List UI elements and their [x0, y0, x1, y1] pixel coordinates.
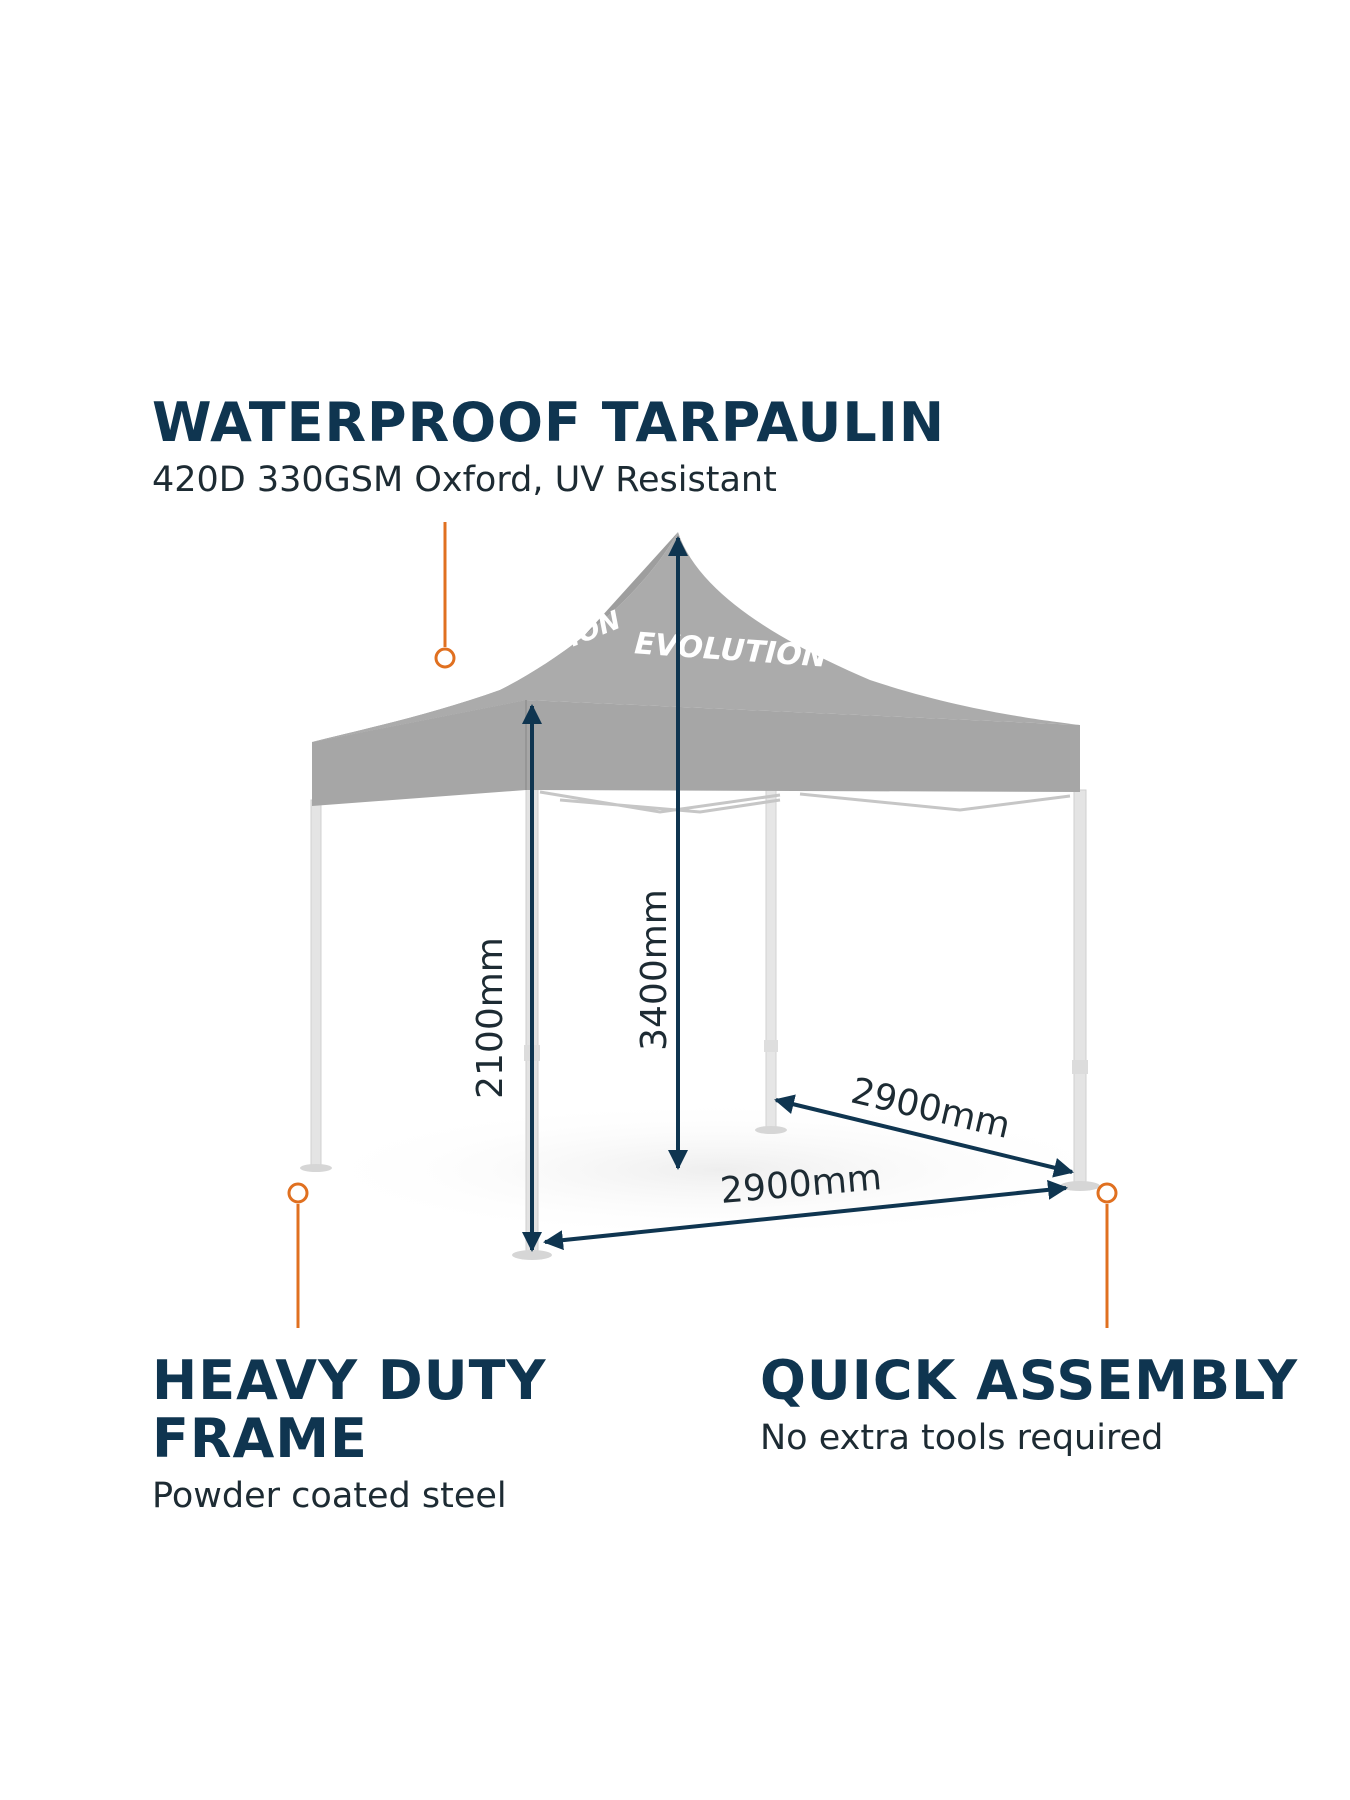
foot-plate: [755, 1126, 787, 1134]
callout-pin-frame: [287, 1182, 309, 1328]
leg-joint: [1072, 1060, 1088, 1074]
feature-subtitle: 420D 330GSM Oxford, UV Resistant: [152, 460, 777, 500]
dimension-label-leg-height: 2100mm: [470, 937, 511, 1099]
dimension-line-width: [543, 1179, 1068, 1251]
feature-assembly: QUICK ASSEMBLY No extra tools required: [760, 1352, 1320, 1460]
leg-back-left: [310, 799, 322, 1169]
canopy-valance: [312, 700, 1080, 806]
feature-title: WATERPROOF TARPAULIN: [152, 391, 946, 454]
dimension-line-depth: [774, 1094, 1074, 1178]
foot-plate: [512, 1250, 552, 1260]
leg-joint: [764, 1040, 778, 1052]
feature-title: QUICK ASSEMBLY: [760, 1349, 1299, 1412]
dimension-label-total-height: 3400mm: [634, 889, 675, 1051]
leg-back-right: [765, 789, 777, 1131]
frame-truss: [539, 790, 1071, 814]
canopy-roof-front: [312, 532, 1080, 742]
callout-pin-tarpaulin: [434, 522, 456, 669]
foot-plate: [300, 1164, 332, 1172]
feature-subtitle: No extra tools required: [760, 1418, 1164, 1458]
callout-pin-assembly: [1096, 1182, 1118, 1328]
leg-front-right: [1073, 789, 1087, 1186]
feature-subtitle: Powder coated steel: [152, 1476, 507, 1516]
feature-frame: HEAVY DUTY FRAME Powder coated steel: [152, 1352, 712, 1518]
floor-shadow: [300, 1100, 1140, 1240]
foot-plate: [1060, 1181, 1100, 1191]
feature-title: HEAVY DUTY FRAME: [152, 1349, 547, 1470]
feature-tarpaulin: WATERPROOF TARPAULIN 420D 330GSM Oxford,…: [152, 394, 1152, 502]
